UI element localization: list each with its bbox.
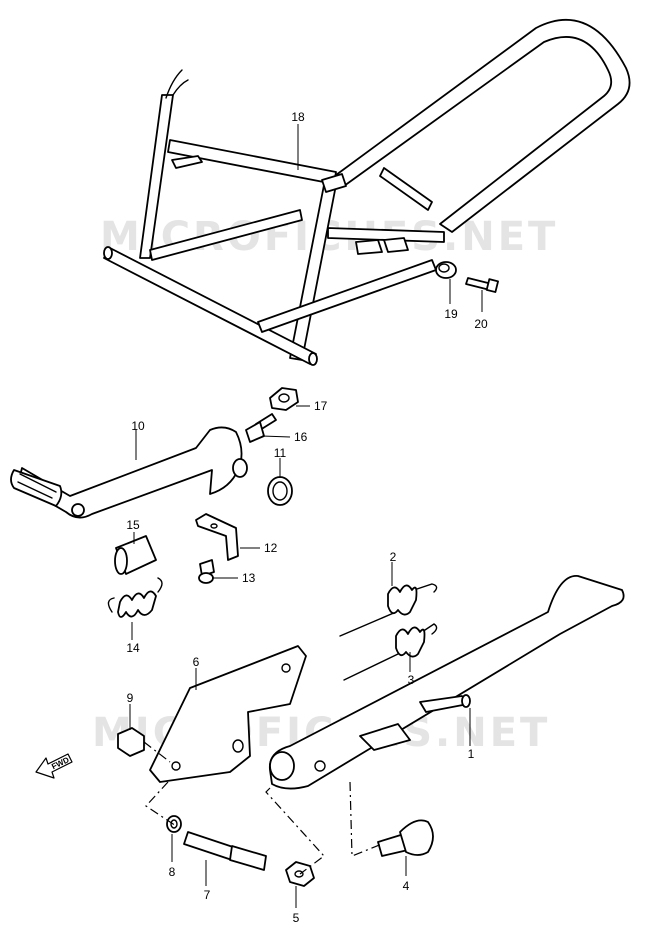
label-11: 11 [274,446,287,460]
label-13: 13 [242,571,256,585]
label-1: 1 [468,747,475,761]
label-12: 12 [264,541,278,555]
label-7: 7 [204,888,211,902]
label-9: 9 [127,691,134,705]
label-17: 17 [314,399,328,413]
label-18: 18 [291,110,305,124]
label-2: 2 [390,550,397,564]
assembly-line-6-9 [143,741,171,763]
leader-lines [129,124,483,908]
brake-pedal[interactable] [10,426,248,519]
label-19: 19 [444,307,458,321]
label-14: 14 [126,641,140,655]
label-15: 15 [126,518,140,532]
label-6: 6 [193,655,200,669]
nut-17[interactable] [269,387,299,411]
label-4: 4 [403,879,410,893]
bracket-12[interactable] [195,513,239,561]
spring-14[interactable] [107,577,163,618]
label-5: 5 [293,911,300,925]
bolt-7[interactable] [183,831,267,871]
bolt-16[interactable] [245,413,277,443]
spring-3[interactable] [343,623,438,681]
label-3: 3 [408,673,415,687]
collar-15[interactable] [114,535,157,575]
label-10: 10 [131,419,145,433]
side-stand[interactable] [268,575,625,790]
nut-9[interactable] [117,727,145,757]
forward-arrow-icon: FWD [35,753,73,779]
label-16: 16 [294,430,308,444]
washer-11[interactable] [267,476,293,506]
bush-19[interactable] [435,261,457,279]
pivot-bolt-4[interactable] [377,819,434,857]
label-8: 8 [169,865,176,879]
center-stand-frame[interactable] [103,19,631,366]
bolt-20[interactable] [465,277,499,293]
assembly-line-1-4 [349,781,383,857]
screw-13[interactable] [198,559,215,584]
assembly-line-1-5 [265,787,325,875]
label-20: 20 [474,317,488,331]
spring-2[interactable] [339,583,438,637]
side-stand-bracket[interactable] [149,645,307,783]
fwd-label: FWD [50,755,71,771]
assembly-line-6-8 [145,781,177,827]
